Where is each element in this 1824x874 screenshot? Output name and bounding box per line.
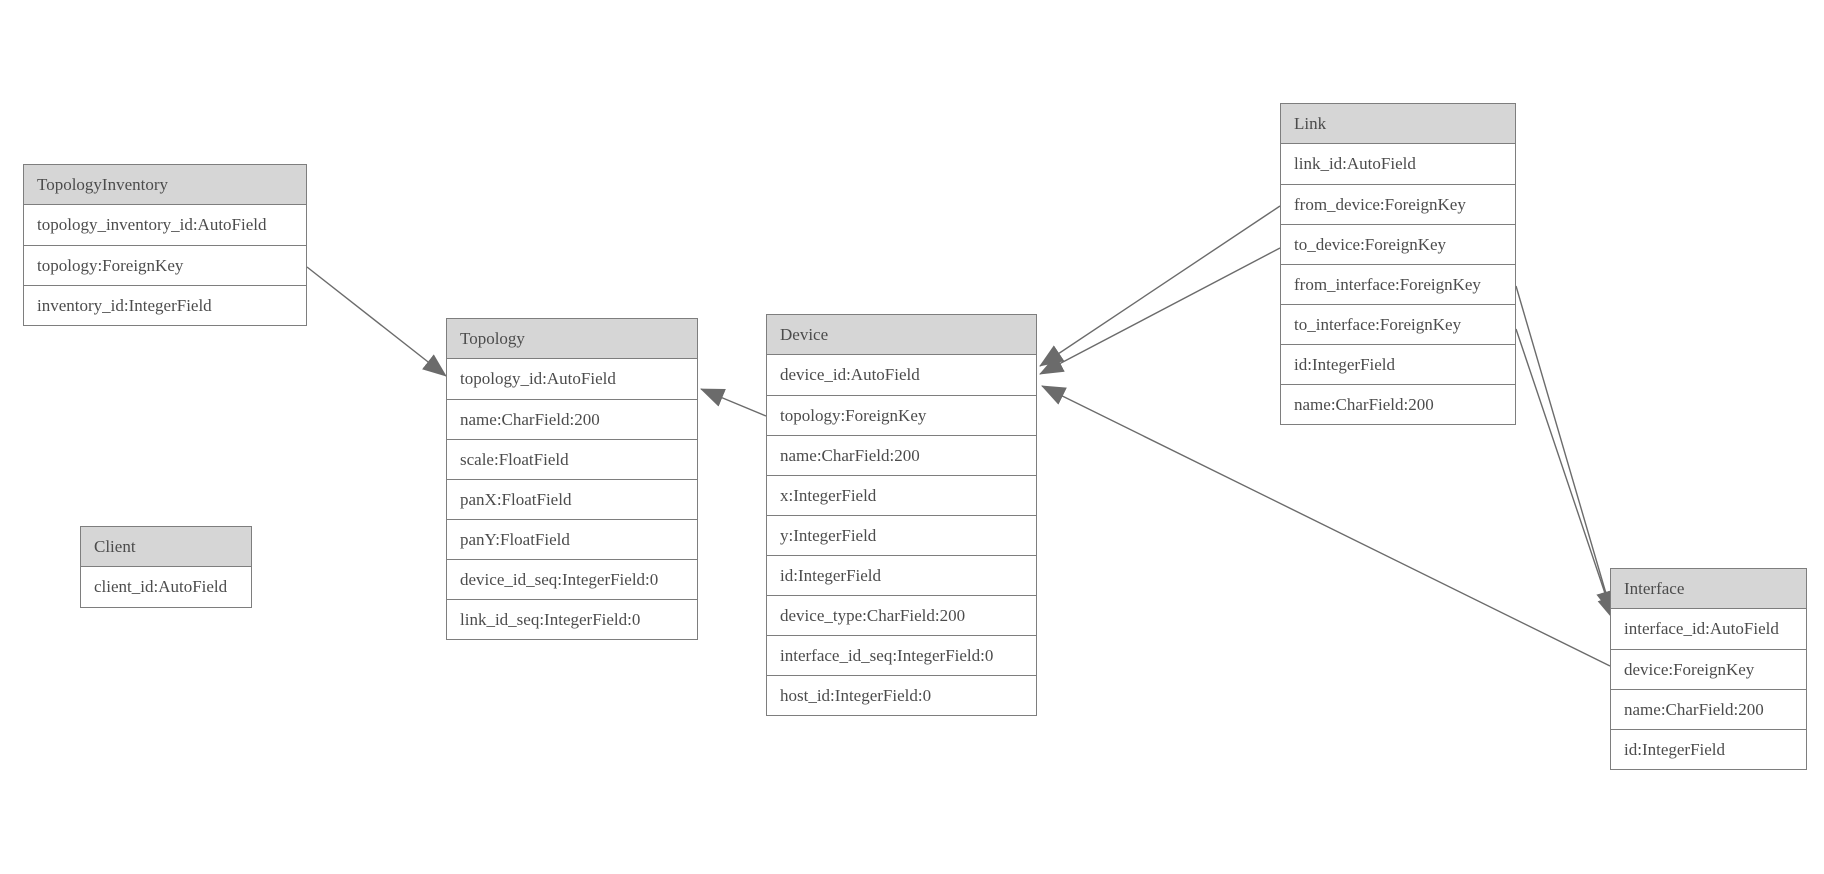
entity-field-row: id:IntegerField [1611, 729, 1806, 769]
entity-field-row: link_id_seq:IntegerField:0 [447, 599, 697, 639]
entity-title: Client [81, 527, 251, 567]
entity-field-row: topology:ForeignKey [767, 395, 1036, 435]
entity-interface: Interface interface_id:AutoField device:Fo… [1610, 568, 1807, 770]
entity-field-row: device_id_seq:IntegerField:0 [447, 559, 697, 599]
entity-field-row: client_id:AutoField [94, 577, 228, 596]
entity-title: TopologyInventory [24, 165, 306, 205]
entity-field-row: x:IntegerField [767, 475, 1036, 515]
entity-field-row: interface_id:AutoField [1624, 619, 1779, 638]
entity-title: Link [1281, 104, 1515, 144]
entity-client: Client client_id:AutoField [80, 526, 252, 608]
entity-field-row: name:CharField:200 [1611, 689, 1806, 729]
edge-device-topology [700, 388, 767, 417]
edge-topologyinventory-topology [306, 266, 447, 377]
entity-title: Interface [1611, 569, 1806, 609]
entity-field-row: interface_id_seq:IntegerField:0 [767, 635, 1036, 675]
edge-link-to_device-device [1039, 247, 1281, 375]
entity-topology: Topology topology_id:AutoField name:CharFi… [446, 318, 698, 640]
entity-field-row: topology_inventory_id:AutoField [37, 215, 267, 234]
entity-field-row: link_id:AutoField [1294, 154, 1416, 173]
edge-interface-device [1041, 385, 1611, 667]
entity-topologyinventory: TopologyInventory topology_inventory_id:A… [23, 164, 307, 326]
edge-link-to_interface-interface [1515, 328, 1616, 621]
entity-field-row: to_interface:ForeignKey [1281, 304, 1515, 344]
entity-field-row: name:CharField:200 [1281, 384, 1515, 424]
edge-link-from_interface-interface [1515, 285, 1615, 615]
entity-title: Device [767, 315, 1036, 355]
entity-field-row: id:IntegerField [1281, 344, 1515, 384]
edge-link-from_device-device [1039, 205, 1281, 367]
entity-field-row: scale:FloatField [447, 439, 697, 479]
entity-field-row: name:CharField:200 [767, 435, 1036, 475]
entity-field-row: from_interface:ForeignKey [1281, 264, 1515, 304]
entity-field-row: host_id:IntegerField:0 [767, 675, 1036, 715]
entity-field-row: inventory_id:IntegerField [24, 285, 306, 325]
entity-field-row: device_type:CharField:200 [767, 595, 1036, 635]
entity-field-row: device:ForeignKey [1611, 649, 1806, 689]
entity-field-row: panY:FloatField [447, 519, 697, 559]
entity-field-row: id:IntegerField [767, 555, 1036, 595]
entity-device: Device device_id:AutoField topology:Foreig… [766, 314, 1037, 716]
entity-field-row: y:IntegerField [767, 515, 1036, 555]
entity-field-row: topology_id:AutoField [460, 369, 616, 388]
entity-field-row: from_device:ForeignKey [1281, 184, 1515, 224]
entity-field-row: device_id:AutoField [780, 365, 920, 384]
entity-field-row: panX:FloatField [447, 479, 697, 519]
entity-link: Link link_id:AutoField from_device:Foreign… [1280, 103, 1516, 425]
entity-field-row: to_device:ForeignKey [1281, 224, 1515, 264]
entity-title: Topology [447, 319, 697, 359]
entity-field-row: topology:ForeignKey [24, 245, 306, 285]
entity-field-row: name:CharField:200 [447, 399, 697, 439]
